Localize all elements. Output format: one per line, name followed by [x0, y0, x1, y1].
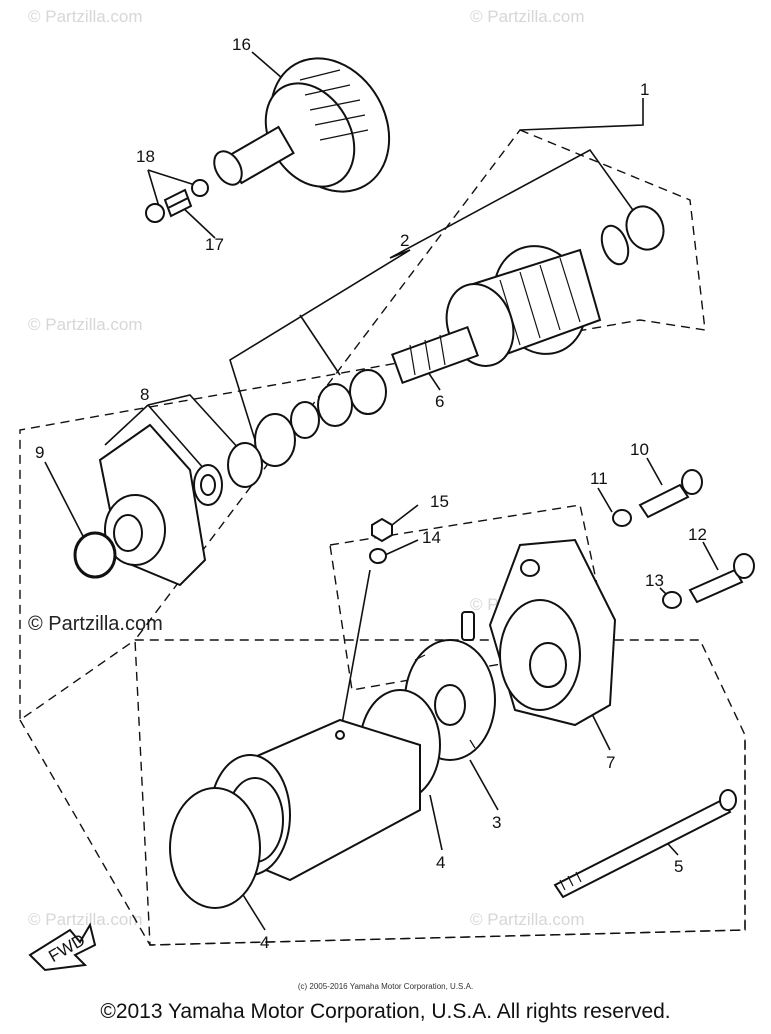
- small-credit: (c) 2005-2016 Yamaha Motor Corporation, …: [297, 982, 474, 991]
- callout-9: 9: [35, 443, 44, 462]
- armature: [391, 205, 665, 385]
- leader-9: [44, 461, 86, 541]
- watermark-bottom-left: © Partzilla.com: [28, 910, 143, 929]
- leader-2: [389, 148, 641, 259]
- callout-10: 10: [630, 440, 649, 459]
- leader-17: [179, 204, 216, 239]
- leader-4a: [429, 794, 443, 851]
- watermark-bottom-right: © Partzilla.com: [470, 910, 585, 929]
- callout-2: 2: [400, 231, 409, 250]
- leader-8: [104, 394, 241, 471]
- leader-10: [646, 457, 663, 486]
- bolt-lower: [662, 553, 755, 609]
- callout-15: 15: [430, 492, 449, 511]
- leader-12: [702, 541, 719, 571]
- front-end-cover: [98, 423, 207, 587]
- callout-6: 6: [435, 392, 444, 411]
- leader-3: [469, 759, 499, 811]
- callout-12: 12: [688, 525, 707, 544]
- callout-1: 1: [640, 80, 649, 99]
- leader-11: [597, 487, 613, 513]
- leader-1: [519, 98, 644, 131]
- bearing: [193, 464, 223, 506]
- starter-drive-assembly: [213, 57, 391, 193]
- leader-2b: [229, 249, 411, 441]
- leader-15: [391, 504, 419, 526]
- leader-14: [384, 539, 419, 556]
- through-bolt: [553, 789, 737, 899]
- watermark-top-left: © Partzilla.com: [28, 7, 143, 26]
- leader-18: [147, 169, 196, 211]
- copyright-footer: ©2013 Yamaha Motor Corporation, U.S.A. A…: [100, 1000, 671, 1023]
- callout-13: 13: [645, 571, 664, 590]
- callout-16: 16: [232, 35, 251, 54]
- shim-stack: [227, 369, 387, 488]
- callout-8: 8: [140, 385, 149, 404]
- callout-5: 5: [674, 857, 683, 876]
- watermark-top-right: © Partzilla.com: [470, 7, 585, 26]
- callout-3: 3: [492, 813, 501, 832]
- leader-4b: [239, 889, 266, 931]
- callout-7: 7: [606, 753, 615, 772]
- callout-4a: 4: [436, 853, 445, 872]
- callout-17: 17: [205, 235, 224, 254]
- watermark-center-left: © Partzilla.com: [28, 613, 163, 635]
- callout-11: 11: [590, 469, 608, 488]
- callout-4b: 4: [260, 933, 269, 952]
- fwd-arrow-icon: FWD: [28, 922, 97, 972]
- bolt-upper: [612, 469, 703, 527]
- o-ring: [73, 531, 117, 579]
- o-ring-rear: [169, 787, 261, 909]
- watermark-mid-left: © Partzilla.com: [28, 315, 143, 334]
- callout-18: 18: [136, 147, 155, 166]
- assembly-boundary-lower: [19, 719, 746, 946]
- spring-and-washers: [145, 179, 209, 223]
- leader-center: [339, 569, 371, 736]
- callout-14: 14: [422, 528, 441, 547]
- leader-2c: [299, 314, 341, 376]
- nut-and-washer: [369, 517, 393, 564]
- rear-end-cover: [488, 538, 617, 727]
- leader-7: [589, 709, 611, 751]
